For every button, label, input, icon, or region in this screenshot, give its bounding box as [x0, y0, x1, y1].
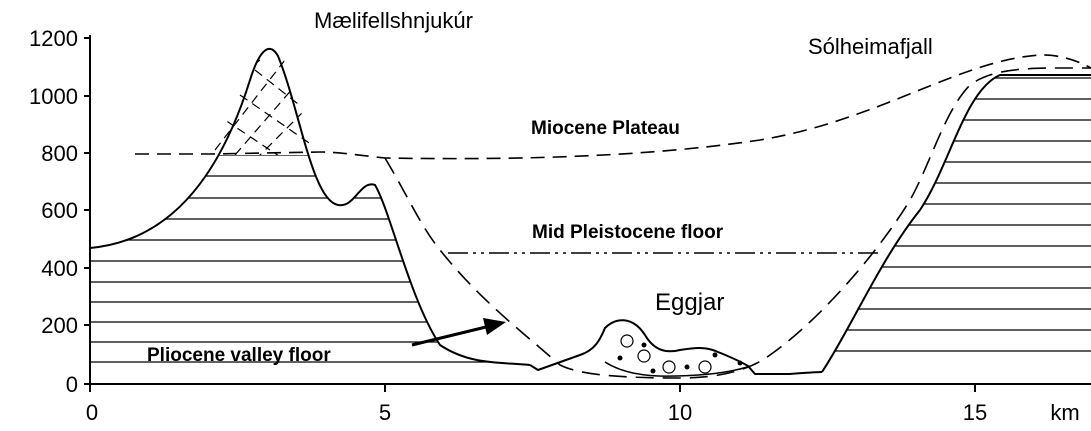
x-tick-label: 0: [86, 400, 98, 425]
x-axis-unit: km: [1050, 400, 1079, 425]
right-terrain-outline: [821, 74, 1091, 373]
peak-label-right: Sólheimafjall: [808, 34, 933, 59]
pliocene-valley-line: [384, 67, 1091, 379]
y-axis-labels: 0 200 400 600 800 1000 1200: [29, 26, 78, 397]
mid-pleistocene-label: Mid Pleistocene floor: [532, 222, 724, 243]
left-terrain-hatching: [90, 154, 530, 363]
x-tick-label: 10: [668, 400, 692, 425]
pliocene-valley-label: Pliocene valley floor: [147, 345, 331, 366]
y-tick-label: 0: [66, 372, 78, 397]
y-tick-label: 600: [41, 198, 78, 223]
eggjar-label: Eggjar: [655, 289, 724, 316]
terrain-profile: [89, 48, 1091, 375]
y-tick-label: 1200: [29, 26, 78, 51]
x-tick-label: 15: [963, 400, 987, 425]
x-tick-label: 5: [379, 400, 391, 425]
pliocene-arrow: [411, 318, 506, 347]
left-terrain-outline: [89, 48, 531, 366]
valley-bottom-outline: [529, 319, 823, 375]
y-tick-label: 200: [41, 313, 78, 338]
y-tick-label: 400: [41, 256, 78, 281]
miocene-plateau-line: [135, 54, 1091, 160]
x-axis-labels: 0 5 10 15 km: [86, 400, 1080, 425]
y-tick-label: 800: [41, 141, 78, 166]
y-tick-label: 1000: [29, 84, 78, 109]
axes: [84, 35, 1091, 392]
eggjar-boulders: [604, 334, 751, 377]
miocene-plateau-label: Miocene Plateau: [531, 118, 680, 139]
peak-label-left: Mælifellshnjukúr: [314, 8, 473, 33]
